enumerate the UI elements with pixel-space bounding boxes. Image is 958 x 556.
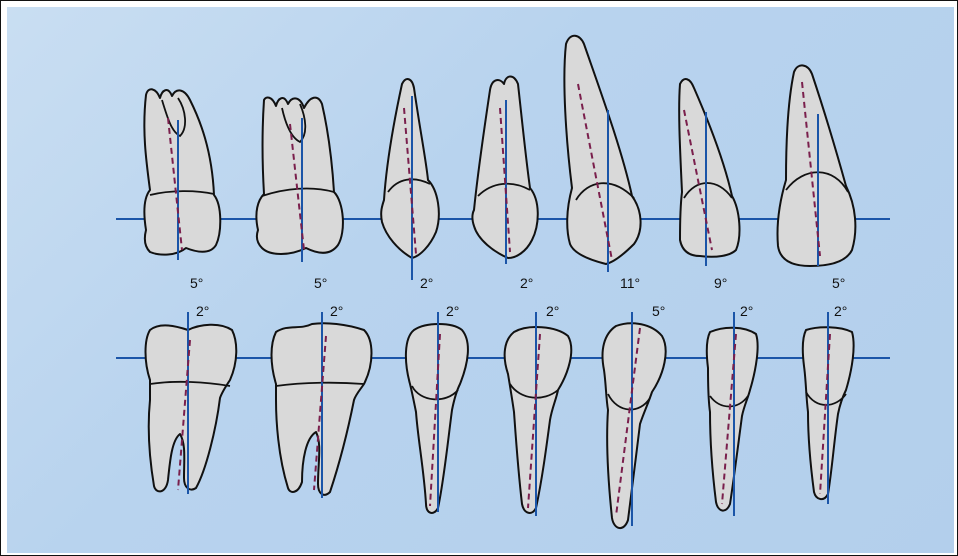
upper-tooth-5 [564,36,640,272]
lower-angle-label-2: 2° [330,303,343,319]
upper-tooth-6 [679,79,739,266]
lower-tooth-1 [146,312,237,494]
lower-tooth-3 [406,312,468,513]
upper-tooth-1 [144,89,220,260]
lower-tooth-6 [707,312,758,516]
upper-angle-label-3: 2° [420,275,433,291]
upper-angle-label-4: 2° [520,275,533,291]
upper-tooth-4 [473,77,538,265]
upper-angle-label-7: 5° [832,275,845,291]
upper-angle-label-2: 5° [314,275,327,291]
upper-tooth-3 [381,79,439,280]
upper-tooth-7 [777,65,855,266]
lower-tooth-2 [272,312,372,498]
lower-tooth-7 [803,312,854,504]
lower-tooth-4 [505,312,572,516]
lower-angle-label-1: 2° [196,303,209,319]
lower-angle-label-5: 5° [652,303,665,319]
lower-angle-label-6: 2° [740,303,753,319]
lower-tooth-5 [603,312,666,528]
lower-angle-label-3: 2° [446,303,459,319]
upper-angle-label-6: 9° [714,275,727,291]
lower-angle-label-4: 2° [546,303,559,319]
upper-tooth-2 [256,98,343,262]
upper-angle-label-5: 11° [620,275,640,291]
lower-angle-label-7: 2° [834,303,847,319]
upper-angle-label-1: 5° [190,275,203,291]
